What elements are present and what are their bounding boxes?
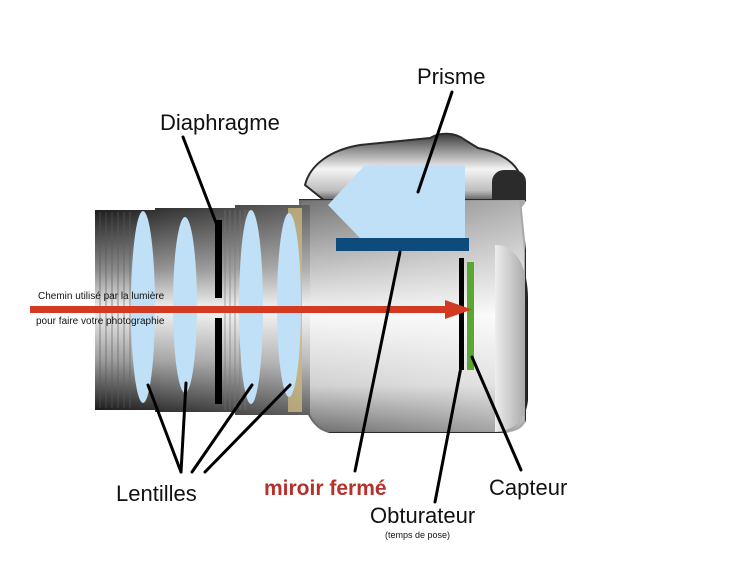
lens-4 <box>277 213 301 397</box>
diaphragm-lower <box>215 318 222 404</box>
lens-2 <box>173 217 197 393</box>
leader-lentille-1 <box>146 383 183 474</box>
shutter <box>459 258 464 370</box>
label-lentilles: Lentilles <box>116 481 197 506</box>
leader-lines <box>146 90 523 504</box>
leader-lentille-3 <box>190 383 254 474</box>
label-miroir-ferme: miroir fermé <box>264 477 387 500</box>
diaphragm-upper <box>215 220 222 298</box>
lenses <box>131 210 301 404</box>
leader-prisme <box>416 90 454 194</box>
leader-lentille-4 <box>203 383 292 474</box>
label-obturateur: Obturateur <box>370 503 476 528</box>
mirror-closed <box>336 238 469 251</box>
label-obturateur-note: (temps de pose) <box>385 530 451 540</box>
label-path-line2: pour faire votre photographie <box>36 316 165 327</box>
label-prisme: Prisme <box>417 64 486 89</box>
sensor <box>467 262 474 370</box>
leader-obturateur <box>433 365 463 504</box>
leader-lentille-2 <box>179 381 188 474</box>
leader-capteur <box>470 355 523 472</box>
leader-diaphragme <box>181 135 220 230</box>
light-path-arrow <box>30 300 472 319</box>
leader-miroir <box>353 250 402 473</box>
label-path-line1: Chemin utilisé par la lumière <box>38 291 165 302</box>
prism-shape <box>328 165 465 238</box>
label-capteur: Capteur <box>489 475 568 500</box>
label-diaphragme: Diaphragme <box>160 110 280 135</box>
